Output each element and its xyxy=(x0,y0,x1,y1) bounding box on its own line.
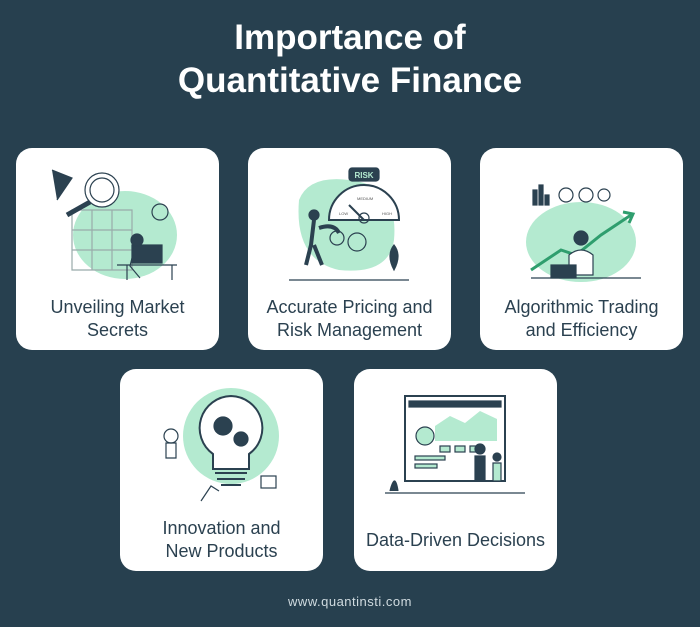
gauge-level-medium: MEDIUM xyxy=(357,196,373,201)
card-label: Accurate Pricing and Risk Management xyxy=(266,297,433,340)
footer-website: www.quantinsti.com xyxy=(288,594,412,609)
card-data-driven-decisions: Data-Driven Decisions xyxy=(354,369,557,571)
magnifier-analyst-icon xyxy=(51,169,177,280)
gauge-level-low: LOW xyxy=(339,211,348,216)
risk-gauge-icon: RISK LOW MEDIUM HIGH xyxy=(289,167,409,281)
lightbulb-gears-icon xyxy=(163,388,279,502)
card-algorithmic-trading-efficiency: Algorithmic Trading and Efficiency xyxy=(480,148,683,350)
card-label: Algorithmic Trading and Efficiency xyxy=(504,297,659,340)
card-innovation-new-products: Innovation and New Products xyxy=(120,369,323,571)
gauge-title: RISK xyxy=(354,171,373,180)
card-label: Unveiling Market Secrets xyxy=(50,297,185,340)
trading-growth-icon xyxy=(526,184,641,282)
card-unveiling-market-secrets: Unveiling Market Secrets xyxy=(16,148,219,350)
card-label: Data-Driven Decisions xyxy=(365,530,546,550)
card-accurate-pricing-risk-management: RISK LOW MEDIUM HIGH Accurate Pricing an… xyxy=(248,148,451,350)
page-title: Importance of Quantitative Finance xyxy=(177,18,523,100)
card-label: Innovation and New Products xyxy=(162,518,281,561)
dashboard-analysis-icon xyxy=(385,395,525,494)
gauge-level-high: HIGH xyxy=(382,211,392,216)
